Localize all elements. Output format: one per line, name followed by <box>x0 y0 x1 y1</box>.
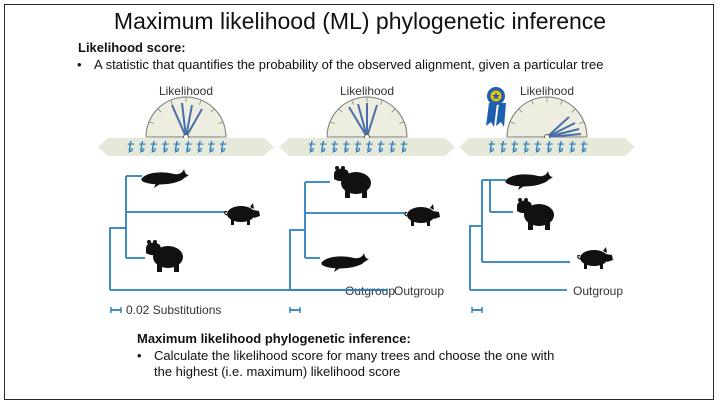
alignment-band <box>98 138 274 156</box>
slide-title: Maximum likelihood (ML) phylogenetic inf… <box>113 8 607 34</box>
hippo-icon <box>334 166 371 198</box>
outgroup-label: Outgroup <box>345 284 395 298</box>
hippo-icon <box>517 198 554 230</box>
outgroup-label: Outgroup <box>573 284 623 298</box>
likelihood-gauge-label: Likelihood <box>159 84 213 98</box>
panel-tree-2: Likelihood Outgroup <box>279 84 455 313</box>
pig-icon <box>404 203 441 227</box>
scale-label: 0.02 Substitutions <box>126 303 221 317</box>
bullet-dot: • <box>77 57 82 72</box>
outgroup-label: Outgroup <box>394 284 444 298</box>
bullet-dot: • <box>137 348 142 363</box>
blue-ribbon-icon <box>486 87 506 127</box>
likelihood-gauge <box>506 96 588 140</box>
scale-bar <box>471 307 483 313</box>
likelihood-gauge <box>326 96 408 140</box>
alignment-band <box>459 138 635 156</box>
likelihood-gauge-label: Likelihood <box>520 84 574 98</box>
whale-icon <box>141 169 189 188</box>
ml-inference-line-2: the highest (i.e. maximum) likelihood sc… <box>154 364 401 379</box>
ml-inference-heading: Maximum likelihood phylogenetic inferenc… <box>137 331 411 346</box>
alignment-band <box>279 138 455 156</box>
likelihood-score-definition: A statistic that quantifies the probabil… <box>94 57 604 72</box>
tree-branches <box>289 181 404 291</box>
hippo-icon <box>146 240 183 272</box>
pig-icon <box>577 246 614 270</box>
whale-icon <box>321 253 369 272</box>
panel-tree-1: Likelihood Outgroup 0.02 Substit <box>98 84 395 317</box>
slide-frame <box>4 4 714 400</box>
likelihood-gauge-label: Likelihood <box>340 84 394 98</box>
ml-inference-bullet: • Calculate the likelihood score for man… <box>137 348 555 380</box>
ml-inference-line-1: Calculate the likelihood score for many … <box>154 348 555 363</box>
likelihood-gauge <box>145 96 227 140</box>
likelihood-score-bullet: • A statistic that quantifies the probab… <box>77 57 604 73</box>
whale-icon <box>505 171 553 190</box>
tree-branches <box>469 179 570 291</box>
likelihood-score-heading: Likelihood score: <box>78 40 186 55</box>
scale-bar <box>110 307 122 313</box>
pig-icon <box>224 202 261 226</box>
panel-tree-3: Likelihood Outgroup <box>459 84 635 313</box>
scale-bar <box>289 307 301 313</box>
